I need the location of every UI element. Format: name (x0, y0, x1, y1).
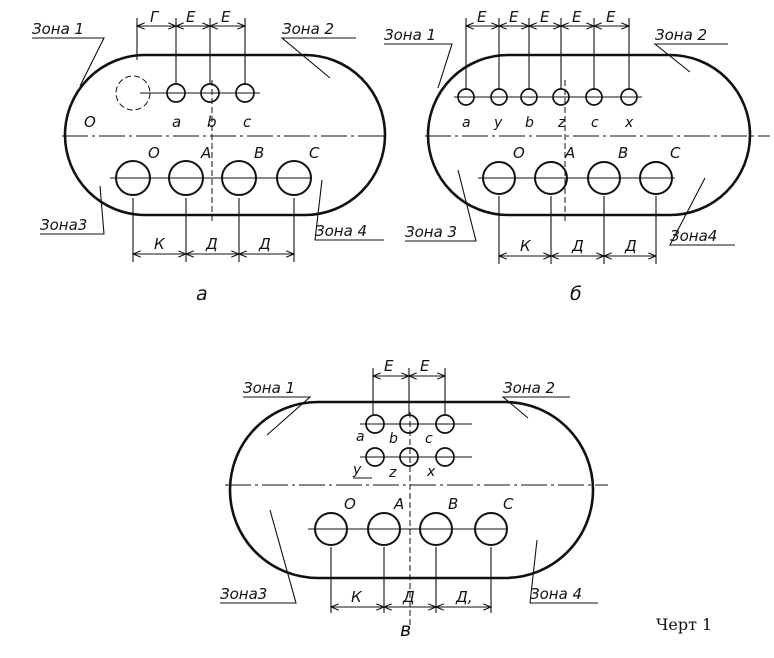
hole-c-large-v (474, 512, 508, 546)
figure-v: Е Е К Д Д, a b c y z x О A B C Зона 1 Зо… (220, 357, 608, 641)
dim-e5-b: Е (606, 8, 616, 26)
hole-c-large-b (639, 161, 673, 195)
label-o-large-a: О (148, 144, 160, 162)
label-a-small-v: a (356, 429, 365, 445)
dim-e3-b: Е (540, 8, 550, 26)
hole-c-large-a (276, 160, 312, 196)
label-a-large-v: A (393, 495, 404, 513)
label-a-large-a: A (200, 144, 211, 162)
dim-e1-v: Е (384, 357, 394, 375)
dim-e1-a: Е (186, 8, 196, 26)
dim-e2-v: Е (420, 357, 430, 375)
caption-a: а (196, 283, 208, 305)
zone2-label-v: Зона 2 (503, 379, 555, 397)
label-b-small-a: b (207, 113, 217, 131)
dim-k-b: К (520, 237, 532, 255)
figure-a: Г Е Е К Д Д О a b c О A B C Зона 1 Зона … (32, 8, 387, 305)
dim-g-a: Г (150, 8, 160, 26)
zone4-label-b: Зона4 (670, 227, 717, 245)
zone3-label-v: Зона3 (220, 585, 267, 603)
dim-d2-b: Д (624, 237, 637, 255)
hole-b-large-b (587, 161, 621, 195)
label-o-large-v: О (344, 495, 356, 513)
plate-outline-a (63, 53, 387, 217)
label-c-small-v: c (425, 431, 433, 447)
label-a-small-b: a (462, 115, 471, 131)
figure-b: Е Е Е Е Е К Д Д a y b z c x О A B C Зона… (384, 8, 770, 305)
hole-x-small-v (435, 447, 455, 467)
hole-z-small-v (399, 447, 419, 467)
hole-a-small-v (365, 414, 385, 434)
dim-k-v: К (351, 588, 363, 606)
dim-d1-v: Д (402, 588, 415, 606)
label-z-small-b: z (557, 115, 566, 131)
label-a-small-a: a (172, 113, 181, 131)
zone1-label-v: Зона 1 (243, 379, 295, 397)
label-b-small-b: b (525, 115, 534, 131)
figure-label: Черт 1 (656, 615, 712, 634)
label-b-small-v: b (389, 431, 398, 447)
hole-a-large-b (534, 161, 568, 195)
plate-outline-b (426, 53, 752, 217)
zone4-label-v: Зона 4 (530, 585, 582, 603)
zone1-label-b: Зона 1 (384, 26, 436, 44)
hole-o-dashed-a (115, 75, 151, 111)
hole-o-large-v (314, 512, 348, 546)
dim-d2-a: Д (258, 235, 271, 253)
label-c-large-a: C (309, 144, 320, 162)
label-y-small-b: y (493, 115, 503, 131)
label-o-small-a: О (84, 113, 96, 131)
label-c-small-b: c (591, 115, 599, 131)
caption-v: в (400, 619, 411, 641)
zone4-label-a: Зона 4 (315, 222, 367, 240)
hole-b-large-a (221, 160, 257, 196)
label-b-large-b: B (618, 144, 628, 162)
zone1-label-a: Зона 1 (32, 20, 84, 38)
dim-e1-b: Е (477, 8, 487, 26)
dim-d1-a: Д (205, 235, 218, 253)
zone3-label-b: Зона 3 (405, 223, 457, 241)
label-b-large-v: B (448, 495, 458, 513)
label-z-small-v: z (388, 465, 397, 481)
zone2-label-b: Зона 2 (655, 26, 707, 44)
dim-e2-b: Е (509, 8, 519, 26)
hole-a-large-a (168, 160, 204, 196)
label-x-small-b: x (624, 115, 634, 131)
label-x-small-v: x (426, 464, 436, 480)
dim-d2-v: Д, (455, 588, 473, 606)
caption-b: б (570, 283, 582, 305)
dim-d1-b: Д (571, 237, 584, 255)
label-c-large-v: C (503, 495, 514, 513)
hole-o-large-a (115, 160, 151, 196)
label-a-large-b: A (564, 144, 575, 162)
dim-e4-b: Е (572, 8, 582, 26)
hole-o-large-b (482, 161, 516, 195)
zone2-label-a: Зона 2 (282, 20, 334, 38)
label-c-large-b: C (670, 144, 681, 162)
plate-outline-v (228, 400, 595, 580)
label-y-small-v: y (352, 462, 362, 478)
zone3-label-a: Зона3 (40, 216, 87, 234)
hole-b-large-v (419, 512, 453, 546)
dim-k-a: К (154, 235, 166, 253)
label-b-large-a: B (254, 144, 264, 162)
hole-y-small-v (365, 447, 385, 467)
label-o-large-b: О (513, 144, 525, 162)
dim-e2-a: Е (221, 8, 231, 26)
label-c-small-a: c (243, 113, 252, 131)
hole-a-large-v (367, 512, 401, 546)
